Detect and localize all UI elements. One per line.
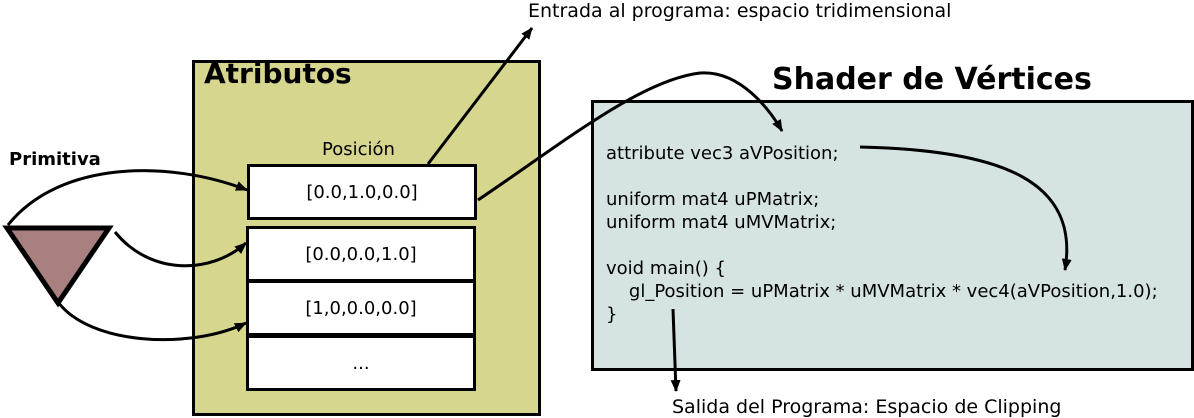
arrow-attribute-to-position [859,145,1072,271]
input-space-label: Entrada al programa: espacio tridimensio… [528,0,952,22]
code-line: void main() { [606,258,727,279]
vertex-shader-title: Shader de Vértices [772,62,1092,97]
output-space-label: Salida del Programa: Espacio de Clipping [672,396,1062,418]
code-line: uniform mat4 uMVMatrix; [606,212,837,233]
primitive-triangle [2,225,114,308]
arrow-primitive-to-cell-1 [6,169,248,226]
attribute-cell: [0.0,0.0,1.0] [246,226,476,282]
position-label: Posición [322,139,395,160]
arrow-to-output-label [670,308,681,392]
attribute-cell: [1,0,0.0,0.0] [246,280,476,336]
code-line: gl_Position = uPMatrix * uMVMatrix * vec… [606,281,1158,302]
attribute-cell: ... [246,335,476,391]
arrow-to-input-label [426,27,534,165]
arrow-primitive-to-cell-3 [56,301,247,342]
shader-code: attribute vec3 aVPosition; uniform mat4 … [606,142,1158,326]
attributes-title: Atributos [204,57,352,90]
code-line: uniform mat4 uPMatrix; [606,189,820,210]
attribute-cell: [0.0,1.0,0.0] [247,164,477,220]
primitive-label: Primitiva [9,149,101,170]
code-line: attribute vec3 aVPosition; [606,143,839,164]
arrow-cell-to-shader [477,71,784,202]
code-line: } [606,304,618,325]
vertex-shader-box [591,100,1194,371]
arrow-primitive-to-cell-2 [113,231,247,268]
